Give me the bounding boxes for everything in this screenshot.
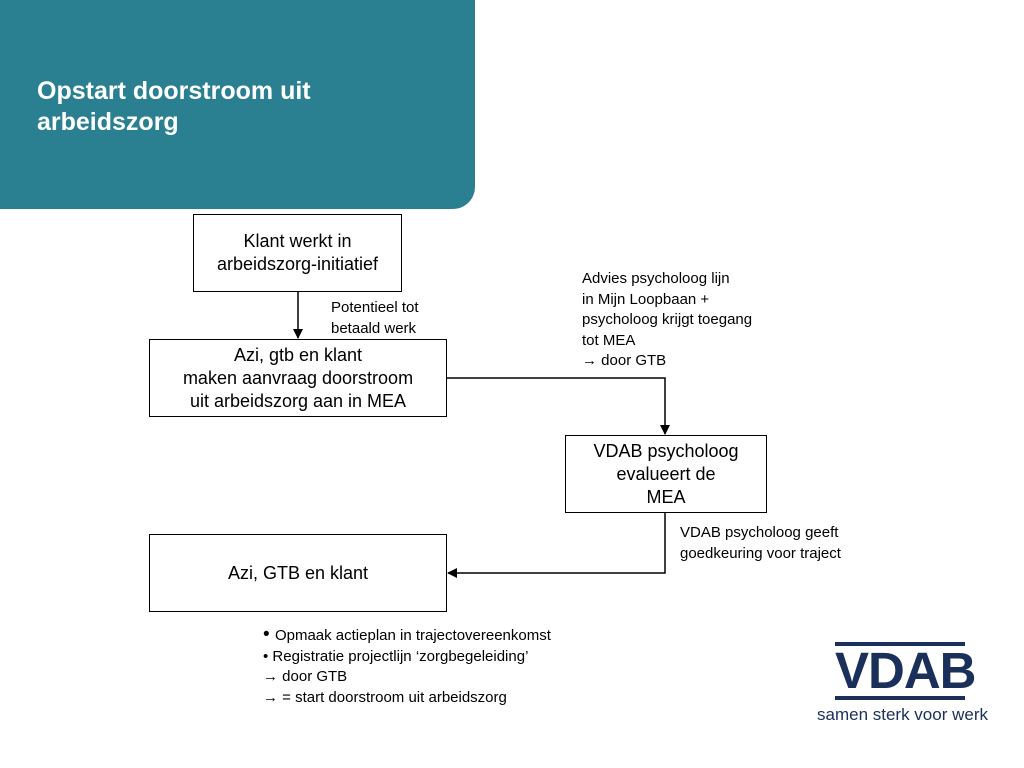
title-banner: Opstart doorstroom uit arbeidszorg	[0, 0, 475, 209]
logo-bar-bottom	[835, 696, 965, 700]
action-item-door-gtb: → door GTB	[263, 668, 348, 685]
logo-bar-top	[835, 642, 965, 646]
logo-wordmark: VDAB	[835, 642, 977, 699]
box-azi-gtb-klant: Azi, GTB en klant	[149, 534, 447, 612]
box-psycholoog-text: VDAB psycholoog evalueert de MEA	[593, 440, 739, 507]
label-potentieel-betaald-werk: Potentieel tot betaald werk	[331, 299, 419, 337]
action-item-registratie: • Registratie projectlijn ‘zorgbegeleidi…	[263, 647, 529, 665]
box-klant-werkt: Klant werkt in arbeidszorg-initiatief	[193, 214, 402, 292]
vdab-logo: VDAB samen sterk voor werk	[805, 640, 1000, 730]
logo-tagline: samen sterk voor werk	[817, 705, 988, 724]
box-aanvraag-doorstroom: Azi, gtb en klant maken aanvraag doorstr…	[149, 339, 447, 417]
box-klant-werkt-text: Klant werkt in arbeidszorg-initiatief	[216, 231, 379, 274]
box-azi-gtb-klant-text: Azi, GTB en klant	[227, 562, 369, 583]
action-item-actieplan: • Opmaak actieplan in trajectovereenkoms…	[263, 624, 551, 645]
action-list: • Opmaak actieplan in trajectovereenkoms…	[263, 624, 551, 708]
action-item-start-doorstroom: → = start doorstroom uit arbeidszorg	[263, 688, 507, 706]
arrow-aanvraag-to-psycholoog	[447, 377, 670, 435]
arrow-psycholoog-to-azi-gtb	[447, 513, 666, 578]
label-advies-psycholoog: Advies psycholoog lijn in Mijn Loopbaan …	[582, 270, 753, 369]
label-goedkeuring-traject: VDAB psycholoog geeft goedkeuring voor t…	[680, 524, 841, 562]
box-aanvraag-text: Azi, gtb en klant maken aanvraag doorstr…	[182, 344, 414, 411]
slide-title: Opstart doorstroom uit arbeidszorg	[37, 77, 311, 136]
box-psycholoog-evalueert: VDAB psycholoog evalueert de MEA	[565, 435, 767, 513]
